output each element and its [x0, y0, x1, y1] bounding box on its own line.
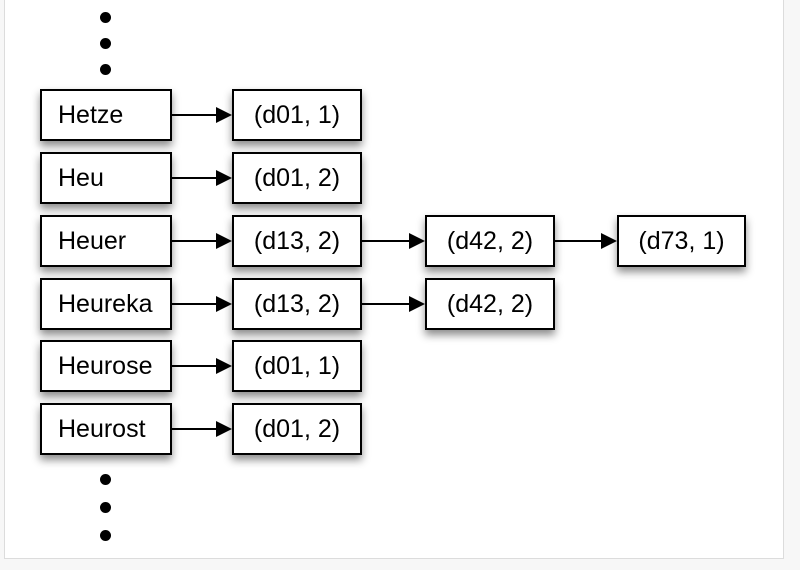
arrow-right-icon [362, 233, 425, 249]
term-box-hetze: Hetze [40, 89, 172, 141]
posting-box: (d01, 1) [232, 340, 362, 392]
posting-box: (d13, 2) [232, 215, 362, 267]
arrow-right-icon [172, 296, 232, 312]
arrow-right-icon [172, 170, 232, 186]
term-box-heuer: Heuer [40, 215, 172, 267]
ellipsis-bottom-dot [100, 474, 111, 485]
ellipsis-bottom-dot [100, 530, 111, 541]
term-box-heu: Heu [40, 152, 172, 204]
ellipsis-bottom-dot [100, 502, 111, 513]
arrow-right-icon [172, 107, 232, 123]
arrow-right-icon [172, 421, 232, 437]
arrow-right-icon [172, 358, 232, 374]
arrow-right-icon [362, 296, 425, 312]
term-box-heureka: Heureka [40, 278, 172, 330]
posting-box: (d42, 2) [425, 215, 555, 267]
posting-box: (d01, 2) [232, 152, 362, 204]
ellipsis-top-dot [100, 64, 111, 75]
ellipsis-top-dot [100, 38, 111, 49]
posting-box: (d73, 1) [617, 215, 746, 267]
posting-box: (d13, 2) [232, 278, 362, 330]
posting-box: (d01, 1) [232, 89, 362, 141]
ellipsis-top-dot [100, 12, 111, 23]
arrow-right-icon [172, 233, 232, 249]
arrow-right-icon [555, 233, 617, 249]
posting-box: (d01, 2) [232, 403, 362, 455]
posting-box: (d42, 2) [425, 278, 555, 330]
term-box-heurose: Heurose [40, 340, 172, 392]
term-box-heurost: Heurost [40, 403, 172, 455]
